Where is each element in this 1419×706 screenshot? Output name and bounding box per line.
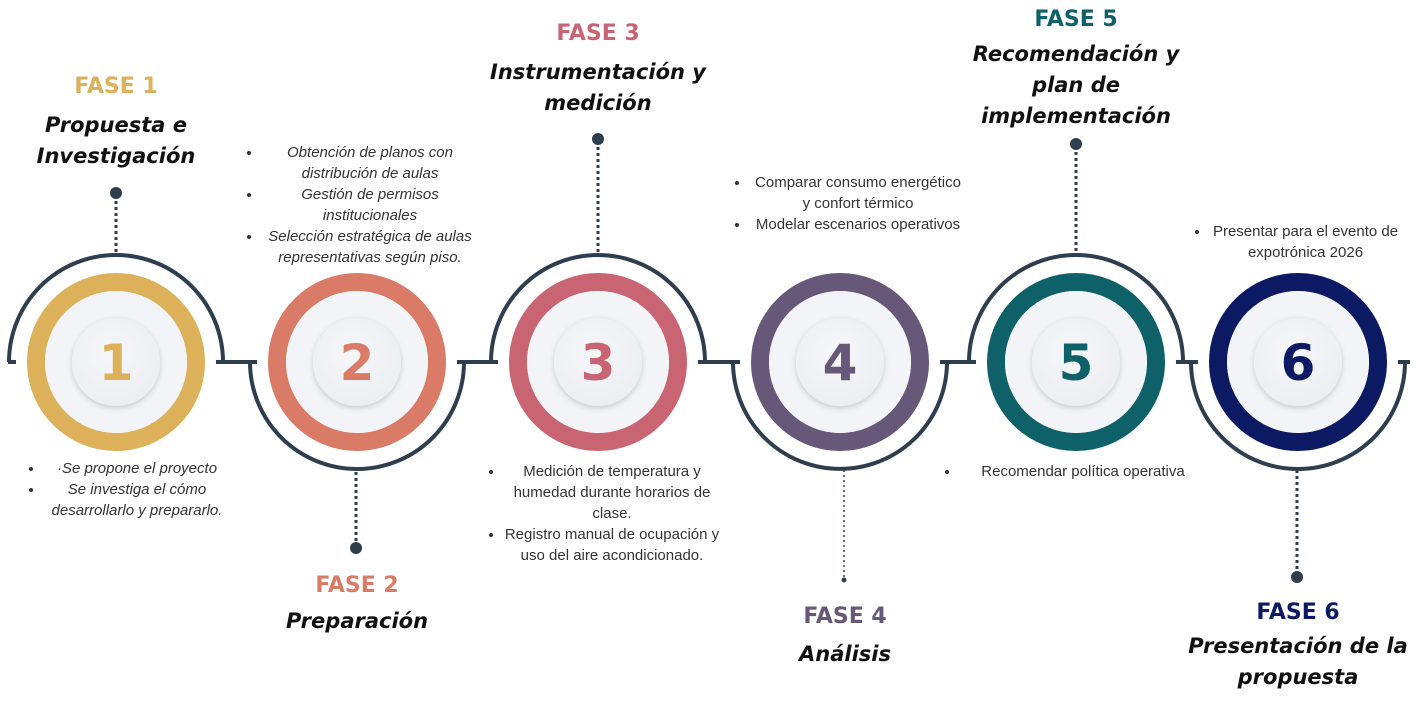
phase-connector-dot-5 — [1070, 138, 1082, 150]
phase-note-item: Presentar para el evento de expotrónica … — [1210, 221, 1401, 263]
phase-notes-1: ·Se propone el proyectoSe investiga el c… — [20, 458, 230, 521]
phase-disc-3 — [554, 318, 642, 406]
phase-title-4: Análisis — [730, 639, 960, 670]
phase-disc-6 — [1254, 318, 1342, 406]
phase-label-6: FASE 6 — [1256, 600, 1340, 625]
phase-arc-5 — [967, 253, 1185, 363]
phase-title-6: Presentación de la propuesta — [1178, 631, 1418, 693]
phase-arc-4 — [731, 361, 949, 471]
phase-connector-dot-6 — [1291, 571, 1303, 583]
phase-title-line: Instrumentación y — [490, 60, 706, 84]
phase-title-1: Propuesta e Investigación — [1, 110, 231, 172]
phase-note-item: Obtención de planos con distribución de … — [262, 142, 478, 184]
phase-label-3: FASE 3 — [556, 21, 640, 46]
phase-ring-6 — [1209, 273, 1387, 451]
phase-note-item: Comparar consumo energético y confort té… — [750, 172, 966, 214]
phase-title-line: Investigación — [36, 144, 196, 168]
phase-title-line: Preparación — [285, 609, 429, 633]
phase-number-3: 3 — [581, 334, 616, 392]
phase-arc-3 — [489, 253, 707, 363]
phase-title-line: plan de — [1032, 73, 1120, 97]
phase-note-item: Registro manual de ocupación y uso del a… — [504, 524, 720, 566]
phase-note-item: Gestión de permisos institucionales — [262, 184, 478, 226]
phase-connector-dot-1 — [110, 187, 122, 199]
phase-notes-5: Recomendar política operativa — [936, 461, 1206, 482]
phase-disc-2 — [313, 318, 401, 406]
phase-arc-1 — [7, 253, 225, 363]
phase-title-2: Preparación — [242, 606, 472, 637]
phase-number-6: 6 — [1281, 334, 1316, 392]
phase-title-line: propuesta — [1237, 665, 1359, 689]
phase-number-4: 4 — [823, 334, 858, 392]
phase-ring-4 — [751, 273, 929, 451]
phase-disc-4 — [796, 318, 884, 406]
phase-notes-3: Medición de temperatura y humedad durant… — [480, 461, 720, 566]
phase-note-item: Modelar escenarios operativos — [750, 214, 966, 235]
phase-node-5: 5 — [967, 138, 1185, 462]
phase-arc-6 — [1189, 361, 1407, 471]
phase-label-2: FASE 2 — [315, 573, 399, 598]
phase-note-item: Se investiga el cómo desarrollarlo y pre… — [44, 479, 230, 521]
phase-disc-1 — [72, 318, 160, 406]
phase-ring-1 — [27, 273, 205, 451]
phase-connector-dot-2 — [350, 542, 362, 554]
phase-title-3: Instrumentación y medición — [468, 57, 728, 119]
phase-title-line: Análisis — [799, 642, 891, 666]
phase-ring-5 — [987, 273, 1165, 451]
phase-node-6: 6 — [1189, 262, 1407, 583]
phase-title-5: Recomendación y plan de implementación — [946, 39, 1206, 132]
phase-notes-2: Obtención de planos con distribución de … — [238, 142, 478, 268]
phase-node-3: 3 — [489, 133, 707, 462]
phase-number-1: 1 — [99, 334, 134, 392]
phase-node-2: 2 — [248, 262, 466, 554]
phase-label-5: FASE 5 — [1034, 7, 1118, 32]
phase-title-line: Recomendación y — [972, 42, 1180, 66]
phase-title-line: Propuesta e — [44, 113, 188, 137]
phase-node-1: 1 — [7, 187, 225, 462]
phase-notes-6: Presentar para el evento de expotrónica … — [1186, 221, 1401, 263]
phase-label-4: FASE 4 — [803, 604, 887, 629]
phase-number-2: 2 — [340, 334, 375, 392]
phase-number-5: 5 — [1059, 334, 1094, 392]
phase-arc-2 — [248, 361, 466, 471]
phase-label-1: FASE 1 — [74, 74, 158, 99]
phase-ring-2 — [268, 273, 446, 451]
phase-note-item: Selección estratégica de aulas represent… — [262, 226, 478, 268]
phase-disc-5 — [1032, 318, 1120, 406]
phase-connector-dot-4 — [841, 577, 847, 583]
phase-title-line: Presentación de la — [1188, 634, 1408, 658]
phase-notes-4: Comparar consumo energético y confort té… — [726, 172, 966, 235]
phase-title-line: implementación — [981, 104, 1171, 128]
phase-title-line: medición — [544, 91, 652, 115]
phase-note-item: ·Se propone el proyecto — [44, 458, 230, 479]
phase-node-4: 4 — [731, 262, 949, 583]
phase-ring-3 — [509, 273, 687, 451]
phase-note-item: Medición de temperatura y humedad durant… — [504, 461, 720, 524]
phase-note-item: Recomendar política operativa — [960, 461, 1206, 482]
phase-connector-dot-3 — [592, 133, 604, 145]
